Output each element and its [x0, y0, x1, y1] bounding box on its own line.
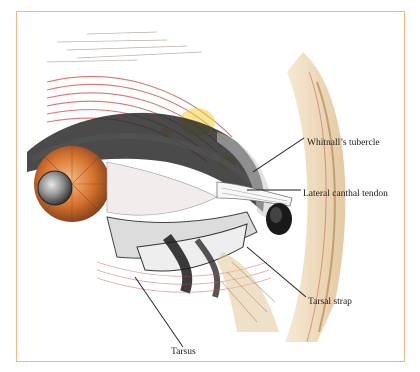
eyelid-anatomy-illustration [17, 12, 405, 362]
label-whitnalls-tubercle: Whitnall’s tubercle [307, 139, 380, 149]
brow-hatching [47, 32, 202, 62]
illustration-frame: Whitnall’s tubercle Lateral canthal tend… [16, 11, 405, 362]
leader-whitnall [253, 138, 304, 172]
label-tarsus: Tarsus [171, 348, 196, 358]
pupil [38, 171, 72, 205]
label-lateral-canthal-tendon: Lateral canthal tendon [303, 190, 388, 200]
label-tarsal-strap: Tarsal strap [308, 298, 352, 308]
leader-tarsus [135, 277, 183, 347]
